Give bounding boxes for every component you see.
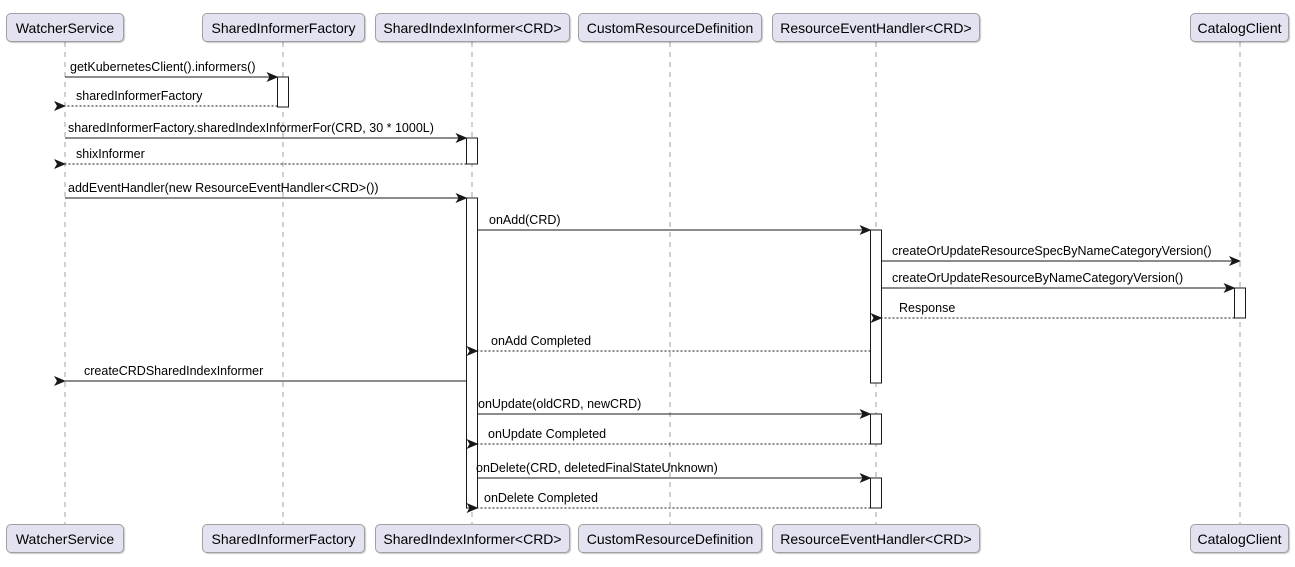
message-label-m3: sharedInformerFactory.sharedIndexInforme… <box>68 121 434 135</box>
message-label-m6: onAdd(CRD) <box>489 213 561 227</box>
message-arrows-group <box>54 72 1241 513</box>
participant-handler-footer[interactable]: ResourceEventHandler<CRD> <box>772 524 980 553</box>
participant-label: CatalogClient <box>1197 19 1282 36</box>
participant-watcher-footer[interactable]: WatcherService <box>6 524 124 553</box>
participant-label: SharedInformerFactory <box>211 530 356 547</box>
message-label-m12: onUpdate(oldCRD, newCRD) <box>478 397 642 411</box>
message-label-m10: onAdd Completed <box>491 334 592 348</box>
participant-catalog-footer[interactable]: CatalogClient <box>1190 524 1289 553</box>
activation-bar-factory <box>277 76 289 108</box>
activation-bar-handler <box>870 413 882 445</box>
participant-handler-header[interactable]: ResourceEventHandler<CRD> <box>772 13 980 42</box>
participant-label: SharedInformerFactory <box>211 19 356 36</box>
message-label-m2: sharedInformerFactory <box>76 89 203 103</box>
message-label-m14: onDelete(CRD, deletedFinalStateUnknown) <box>476 461 718 475</box>
participant-label: CustomResourceDefinition <box>586 530 754 547</box>
participant-crd-header[interactable]: CustomResourceDefinition <box>578 13 762 42</box>
participant-factory-header[interactable]: SharedInformerFactory <box>202 13 365 42</box>
participant-label: ResourceEventHandler<CRD> <box>780 19 972 36</box>
message-label-m15: onDelete Completed <box>484 491 598 505</box>
message-label-m9: Response <box>899 301 956 315</box>
participant-label: WatcherService <box>15 530 115 547</box>
activation-bar-informer <box>466 137 478 165</box>
participant-watcher-header[interactable]: WatcherService <box>6 13 124 42</box>
participant-label: SharedIndexInformer<CRD> <box>383 530 562 547</box>
activation-bars-group <box>277 76 1246 509</box>
participant-catalog-header[interactable]: CatalogClient <box>1190 13 1289 42</box>
activation-bar-handler <box>870 229 882 384</box>
participant-informer-header[interactable]: SharedIndexInformer<CRD> <box>375 13 570 42</box>
message-label-m8: createOrUpdateResourceByNameCategoryVers… <box>892 271 1184 285</box>
message-label-m4: shixInformer <box>76 147 145 161</box>
message-label-m13: onUpdate Completed <box>488 427 607 441</box>
participant-informer-footer[interactable]: SharedIndexInformer<CRD> <box>375 524 570 553</box>
message-label-m1: getKubernetesClient().informers() <box>70 60 256 74</box>
participant-label: WatcherService <box>15 19 115 36</box>
message-label-m5: addEventHandler(new ResourceEventHandler… <box>68 181 379 195</box>
participant-label: CatalogClient <box>1197 530 1282 547</box>
message-label-m11: createCRDSharedIndexInformer <box>84 364 264 378</box>
message-label-m7: createOrUpdateResourceSpecByNameCategory… <box>892 244 1212 258</box>
participant-crd-footer[interactable]: CustomResourceDefinition <box>578 524 762 553</box>
participant-label: SharedIndexInformer<CRD> <box>383 19 562 36</box>
activation-bar-catalog <box>1234 287 1246 319</box>
participant-factory-footer[interactable]: SharedInformerFactory <box>202 524 365 553</box>
participant-label: ResourceEventHandler<CRD> <box>780 530 972 547</box>
participant-label: CustomResourceDefinition <box>586 19 754 36</box>
activation-bar-handler <box>870 477 882 509</box>
